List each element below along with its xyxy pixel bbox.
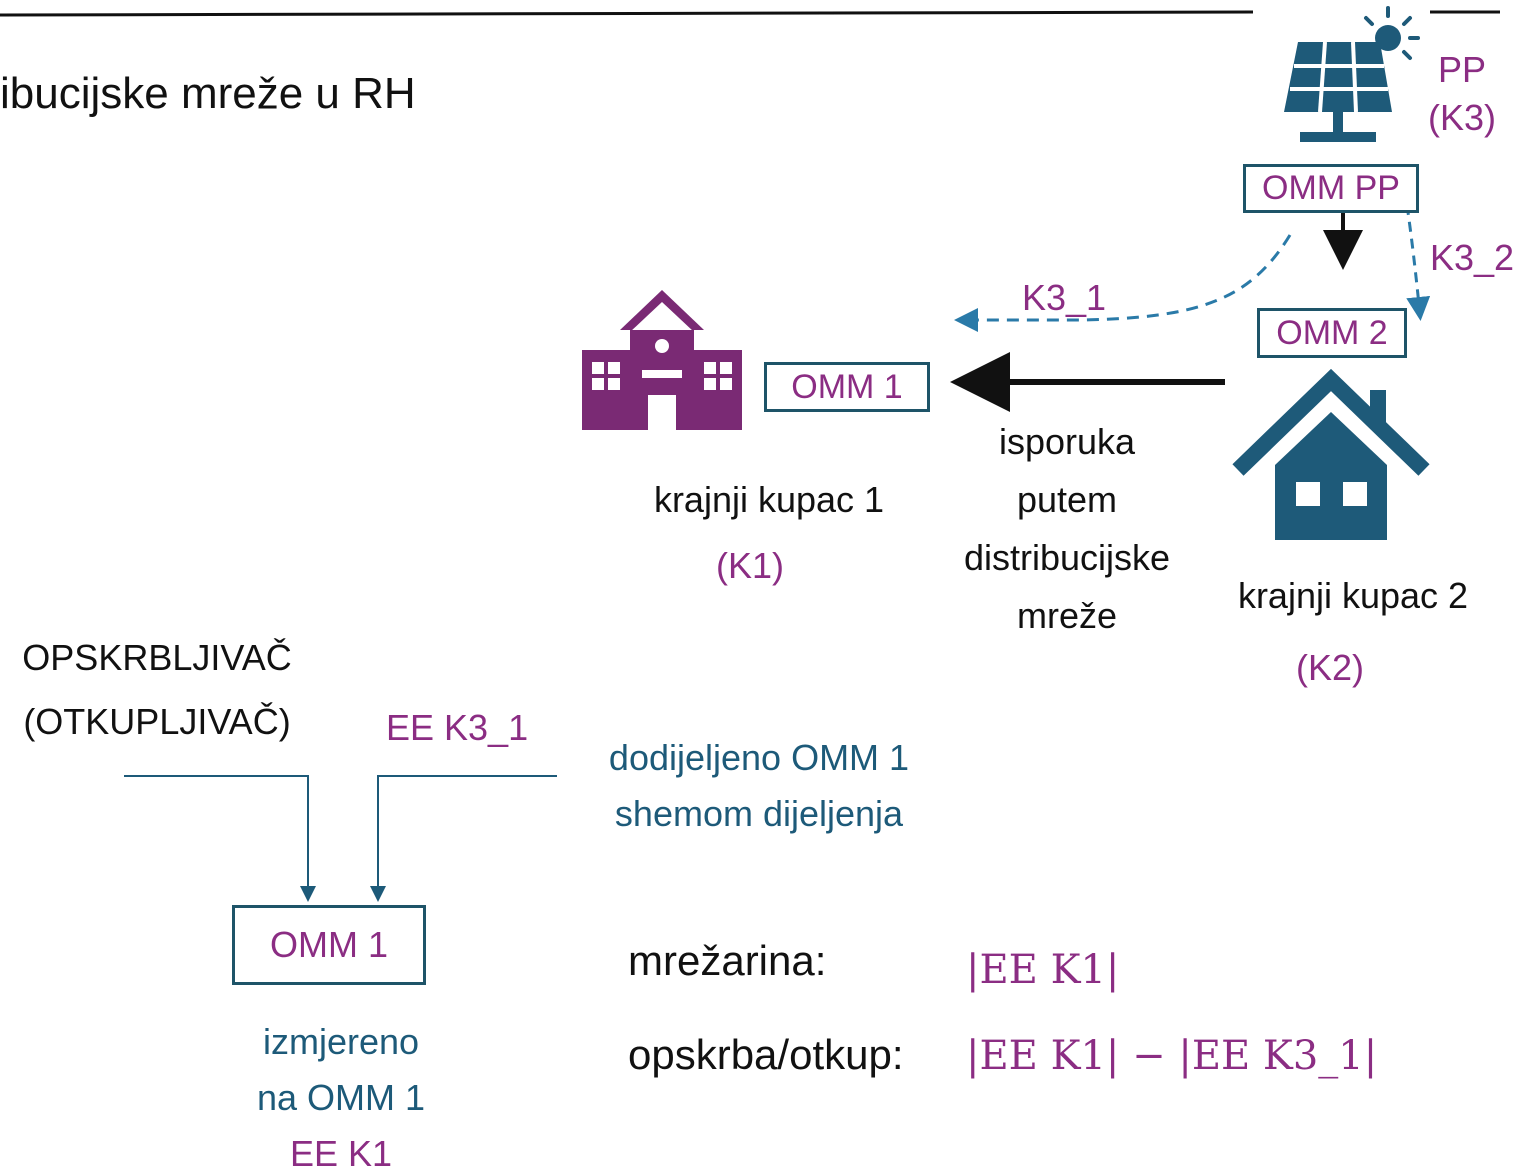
pp-code: (K3) xyxy=(1427,97,1497,138)
measured-ee-k1: EE K1 xyxy=(289,1133,393,1174)
dashed-k3-1 xyxy=(954,234,1292,332)
omm2-label: OMM 2 xyxy=(1276,313,1388,352)
allocated-line-1: dodijeljeno OMM 1 xyxy=(608,737,910,778)
omm1-top-box: OMM 1 xyxy=(764,362,930,412)
dashed-k3-2 xyxy=(1405,204,1431,321)
omm-pp-label: OMM PP xyxy=(1262,169,1400,207)
customer1-code: (K1) xyxy=(715,545,785,586)
customer1-label: krajnji kupac 1 xyxy=(653,479,885,520)
delivery-line-2: putem xyxy=(1016,479,1118,520)
measured-line-1: izmjereno xyxy=(262,1021,420,1062)
house-icon xyxy=(1232,368,1430,540)
k3-2-label: K3_2 xyxy=(1430,237,1515,278)
measured-line-2: na OMM 1 xyxy=(256,1077,426,1118)
delivery-line-3: distribucijske xyxy=(963,537,1171,578)
delivery-line-4: mreže xyxy=(1016,595,1118,636)
delivery-line-1: isporuka xyxy=(998,421,1136,462)
customer2-label: krajnji kupac 2 xyxy=(1237,575,1469,616)
school-building-icon xyxy=(582,290,742,430)
slide-title: ibucijske mreže u RH xyxy=(0,69,416,118)
omm1-bottom-label: OMM 1 xyxy=(269,924,388,965)
supply-formula: |EE K1| − |EE K3_1| xyxy=(966,1033,1378,1079)
customer2-code: (K2) xyxy=(1295,647,1365,688)
k3-1-label: K3_1 xyxy=(1022,277,1107,318)
ee-k3-1-label: EE K3_1 xyxy=(386,707,529,748)
supply-label: opskrba/otkup: xyxy=(628,1031,904,1078)
supplier-line xyxy=(124,775,316,902)
supplier-line-1: OPSKRBLJIVAČ xyxy=(22,637,292,678)
top-rule xyxy=(0,10,1254,17)
omm-pp-box: OMM PP xyxy=(1243,164,1419,213)
allocated-line-2: shemom dijeljenja xyxy=(614,793,904,834)
omm1-top-label: OMM 1 xyxy=(791,367,903,406)
network-fee-formula: |EE K1| xyxy=(966,947,1120,993)
pp-label: PP xyxy=(1437,49,1487,90)
supplier-line-2: (OTKUPLJIVAČ) xyxy=(23,701,291,742)
omm2-box: OMM 2 xyxy=(1257,308,1407,358)
solar-panel-icon xyxy=(1284,6,1420,142)
allocation-line xyxy=(370,775,557,902)
omm1-bottom-box: OMM 1 xyxy=(232,905,426,985)
network-fee-label: mrežarina: xyxy=(628,937,827,984)
